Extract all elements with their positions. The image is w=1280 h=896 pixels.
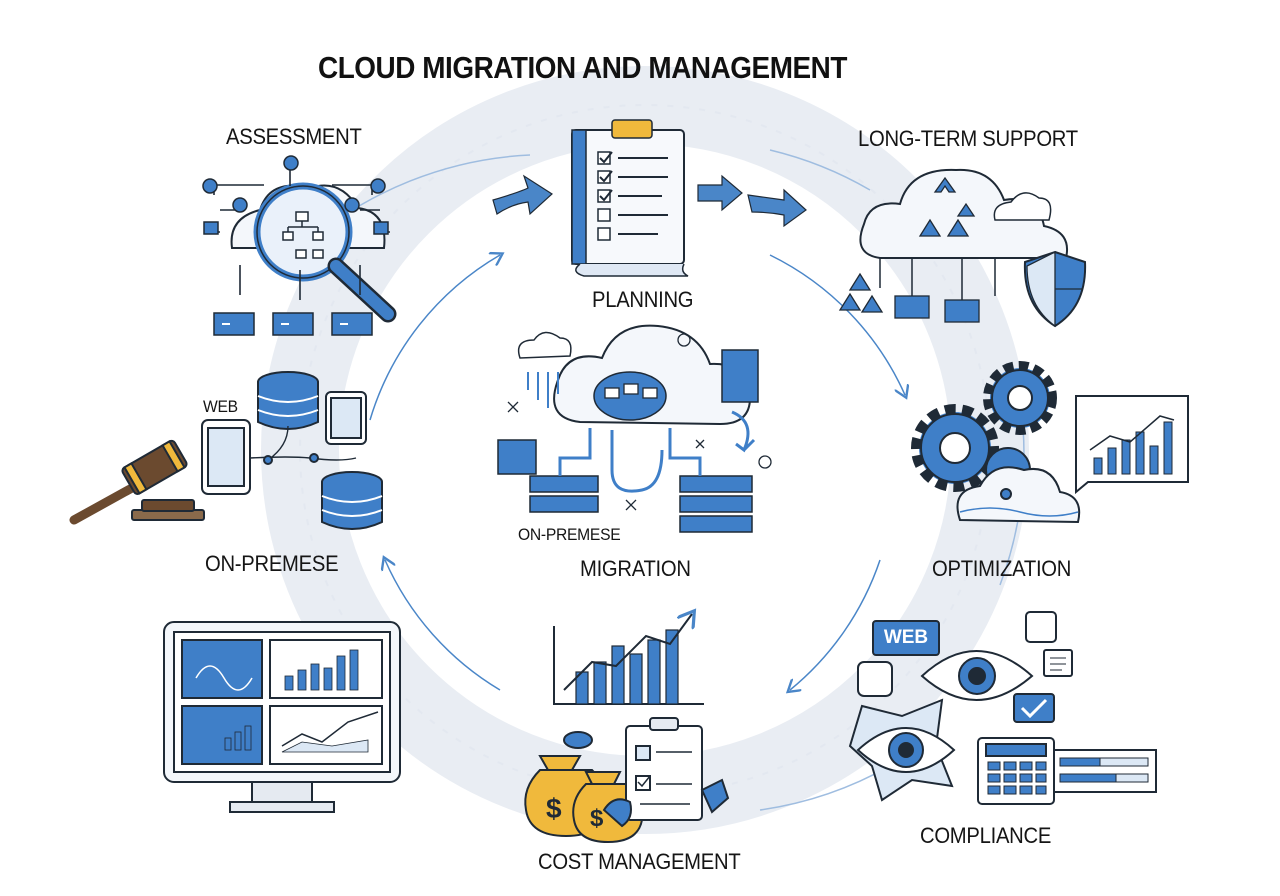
stage-label-optimization: OPTIMIZATION	[932, 556, 1072, 581]
web-label-left: WEB	[203, 397, 238, 416]
stage-label-on-premese: ON-PREMESE	[205, 551, 339, 576]
cloud-server-icon	[497, 324, 772, 533]
stage-label-assessment: ASSESSMENT	[226, 124, 362, 149]
cloud-network-icon	[838, 168, 1068, 323]
gears-icon	[911, 361, 1081, 524]
web-badge: WEB	[872, 620, 940, 656]
stage-label-cost-management: COST MANAGEMENT	[538, 849, 741, 874]
stage-label-planning: PLANNING	[592, 287, 694, 312]
svg-text:$: $	[546, 793, 562, 824]
clipboard-checklist-icon	[571, 119, 689, 277]
stage-label-migration: MIGRATION	[580, 556, 691, 581]
svg-text:$: $	[590, 805, 604, 832]
report-clipboard-icon	[602, 717, 730, 828]
cost-chart-icon	[553, 614, 704, 705]
flow-arrows	[492, 174, 807, 228]
tablet-icon	[201, 391, 367, 495]
calculator-icon	[977, 737, 1157, 805]
stage-label-compliance: COMPLIANCE	[920, 823, 1052, 848]
diagram-title: CLOUD MIGRATION AND MANAGEMENT	[318, 50, 847, 85]
on-premese-center-label: ON-PREMESE	[518, 525, 621, 544]
shield-icon	[1023, 250, 1087, 328]
dashboard-monitor-icon	[163, 621, 401, 813]
gavel-icon	[69, 439, 205, 525]
eye-icon	[848, 611, 1073, 802]
stage-label-long-term-support: LONG-TERM SUPPORT	[858, 126, 1078, 151]
database-icon	[257, 371, 383, 530]
magnifier-icon	[202, 155, 397, 336]
bar-chart-icon	[1075, 395, 1189, 495]
